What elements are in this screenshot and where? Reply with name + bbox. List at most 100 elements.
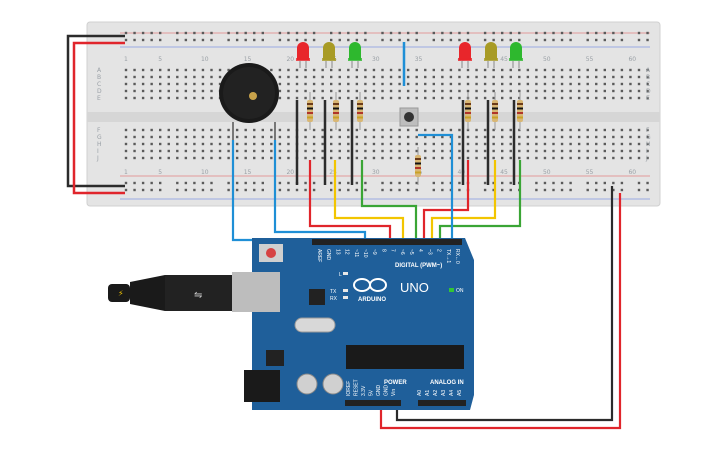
breadboard-hole: [210, 135, 213, 139]
breadboard-hole: [509, 75, 512, 79]
breadboard-hole: [406, 181, 410, 185]
led[interactable]: [348, 42, 362, 68]
column-number: 50: [543, 169, 551, 176]
breadboard-hole: [218, 135, 222, 139]
led[interactable]: [296, 42, 310, 68]
breadboard-hole: [381, 68, 384, 72]
breadboard-hole: [124, 135, 128, 139]
breadboard-hole: [629, 142, 632, 146]
breadboard-hole: [586, 142, 589, 146]
breadboard-hole: [133, 38, 136, 42]
breadboard-hole: [141, 156, 145, 160]
usb-cable[interactable]: ⚡ ⇋: [108, 275, 251, 311]
breadboard-hole: [253, 188, 256, 192]
led[interactable]: [458, 42, 472, 68]
breadboard-hole: [612, 135, 615, 139]
reset-button[interactable]: [266, 248, 276, 258]
resistor[interactable]: [517, 92, 523, 130]
breadboard-hole: [518, 96, 521, 100]
led[interactable]: [509, 42, 523, 68]
breadboard-hole: [347, 38, 350, 42]
breadboard-hole: [629, 68, 632, 72]
led[interactable]: [484, 42, 498, 68]
breadboard-hole: [364, 156, 367, 160]
push-button[interactable]: [399, 42, 419, 127]
digital-header-label: DIGITAL (PWM~): [395, 263, 442, 269]
breadboard-hole: [637, 96, 641, 100]
breadboard-hole: [330, 188, 333, 192]
breadboard-hole: [518, 149, 521, 153]
breadboard-hole: [415, 75, 418, 79]
breadboard-hole: [441, 96, 444, 100]
breadboard-hole: [415, 149, 418, 153]
breadboard-hole: [509, 31, 512, 35]
resistor[interactable]: [333, 92, 339, 130]
breadboard-hole: [150, 142, 153, 146]
breadboard-hole: [184, 156, 188, 160]
model-label: UNO: [400, 280, 429, 295]
breadboard-hole: [193, 149, 196, 153]
pin-label: AREF: [316, 249, 322, 262]
pin-label: ~10: [362, 249, 368, 258]
row-letter: E: [646, 95, 650, 102]
breadboard-hole: [184, 188, 188, 192]
breadboard-hole: [372, 135, 376, 139]
breadboard-hole: [526, 96, 530, 100]
breadboard-hole: [526, 82, 530, 86]
breadboard-hole: [492, 31, 495, 35]
breadboard-hole: [492, 68, 495, 72]
breadboard-hole: [535, 149, 538, 153]
resistor[interactable]: [307, 92, 313, 130]
breadboard-hole: [432, 82, 435, 86]
breadboard-hole: [595, 142, 598, 146]
capacitor-2: [322, 373, 344, 395]
piezo-buzzer[interactable]: [219, 63, 279, 140]
resistor[interactable]: [492, 92, 498, 130]
breadboard-hole: [509, 38, 512, 42]
breadboard-hole: [535, 181, 538, 185]
breadboard-hole: [518, 31, 521, 35]
arduino-logo: ARDUINO: [353, 278, 387, 303]
breadboard-hole: [458, 156, 461, 160]
resistor[interactable]: [465, 92, 471, 130]
breadboard-hole: [475, 149, 478, 153]
breadboard-hole: [569, 96, 572, 100]
breadboard-hole: [389, 135, 393, 139]
resistor[interactable]: [415, 147, 421, 185]
breadboard-hole: [577, 82, 581, 86]
breadboard-hole: [620, 128, 624, 132]
resistor[interactable]: [357, 92, 363, 130]
breadboard-hole: [432, 128, 435, 132]
breadboard-hole: [492, 75, 495, 79]
breadboard-hole: [141, 75, 145, 79]
breadboard-holes: [124, 31, 649, 192]
breadboard-hole: [415, 128, 418, 132]
rail-jumper-wires[interactable]: [66, 34, 125, 195]
breadboard-hole: [577, 89, 581, 93]
breadboard-hole: [133, 31, 136, 35]
breadboard-hole: [560, 31, 564, 35]
breadboard-hole: [304, 75, 307, 79]
breadboard-hole: [432, 96, 435, 100]
breadboard-hole: [338, 89, 341, 93]
breadboard-hole: [381, 181, 384, 185]
breadboard-hole: [133, 68, 136, 72]
led-ground-wires[interactable]: [295, 100, 516, 185]
breadboard-hole: [552, 188, 555, 192]
pin-label: 8: [380, 249, 386, 252]
tx-led-label: TX: [330, 289, 337, 295]
led[interactable]: [322, 42, 336, 68]
breadboard-hole: [141, 31, 145, 35]
breadboard-hole: [569, 188, 572, 192]
breadboard-hole: [509, 96, 512, 100]
column-number: 10: [201, 56, 209, 63]
breadboard-hole: [475, 142, 478, 146]
row-letter: E: [97, 95, 101, 102]
row-letter: C: [97, 81, 101, 88]
breadboard-hole: [330, 68, 333, 72]
pin-label: A5: [457, 390, 463, 396]
breadboard-hole: [227, 128, 230, 132]
breadboard-hole: [646, 31, 649, 35]
